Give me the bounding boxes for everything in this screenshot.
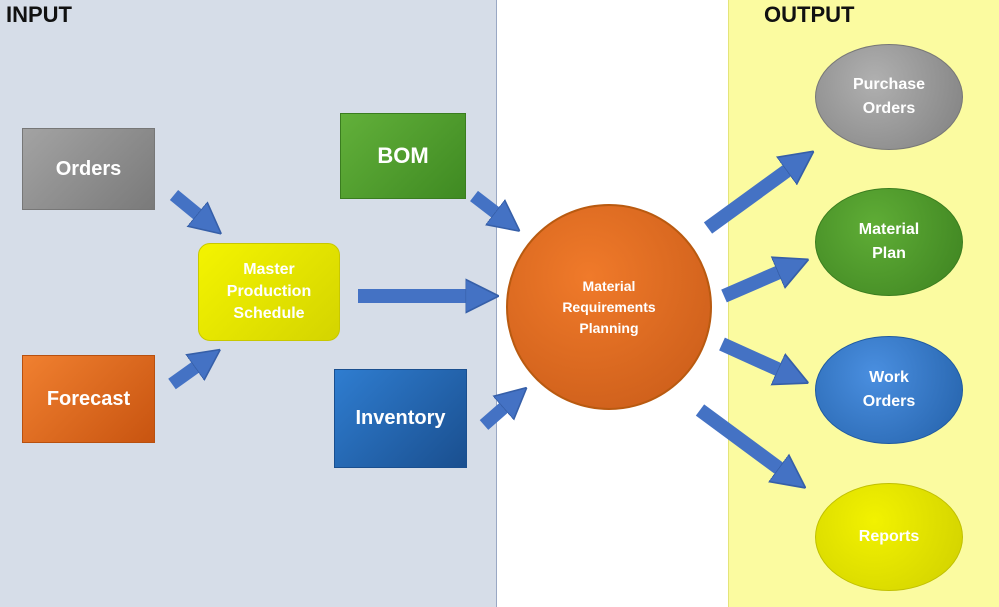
- reports-label: Reports: [858, 528, 920, 545]
- arrow-forecast-to-mps: [168, 364, 200, 390]
- arrow-mrp-to-material-plan: [721, 270, 784, 303]
- work-orders-node: Work Orders: [815, 336, 963, 444]
- forecast-label: Forecast: [46, 387, 131, 410]
- work-orders-label: Work Orders: [862, 369, 916, 410]
- orders-node: Orders: [22, 128, 155, 210]
- reports-node: Reports: [815, 483, 963, 591]
- material-requirements-planning-label: Material Requirements Planning: [562, 277, 656, 336]
- material-plan-node: Material Plan: [815, 188, 963, 296]
- arrow-mrp-to-reports: [695, 404, 784, 472]
- purchase-orders-node: Purchase Orders: [815, 44, 963, 150]
- output-section-title: OUTPUT: [764, 2, 855, 27]
- material-plan-label: Material Plan: [858, 221, 920, 262]
- bom-label: BOM: [377, 143, 429, 168]
- arrow-orders-to-mps: [169, 189, 202, 218]
- arrow-bom-to-mrp: [470, 190, 500, 216]
- forecast-node: Forecast: [22, 355, 155, 443]
- material-requirements-planning-node: Material Requirements Planning: [506, 204, 712, 410]
- arrow-mrp-to-purchase-orders: [703, 167, 792, 234]
- master-production-schedule-node: Master Production Schedule: [198, 243, 340, 341]
- bom-node: BOM: [340, 113, 466, 199]
- master-production-schedule-label: Master Production Schedule: [226, 261, 312, 322]
- arrow-inventory-to-mrp: [479, 404, 508, 430]
- inventory-label: Inventory: [355, 407, 446, 429]
- arrow-mrp-to-work-orders: [719, 337, 784, 372]
- inventory-node: Inventory: [334, 369, 467, 468]
- input-section-title: INPUT: [6, 2, 72, 27]
- purchase-orders-label: Purchase Orders: [852, 76, 926, 117]
- orders-label: Orders: [55, 157, 122, 180]
